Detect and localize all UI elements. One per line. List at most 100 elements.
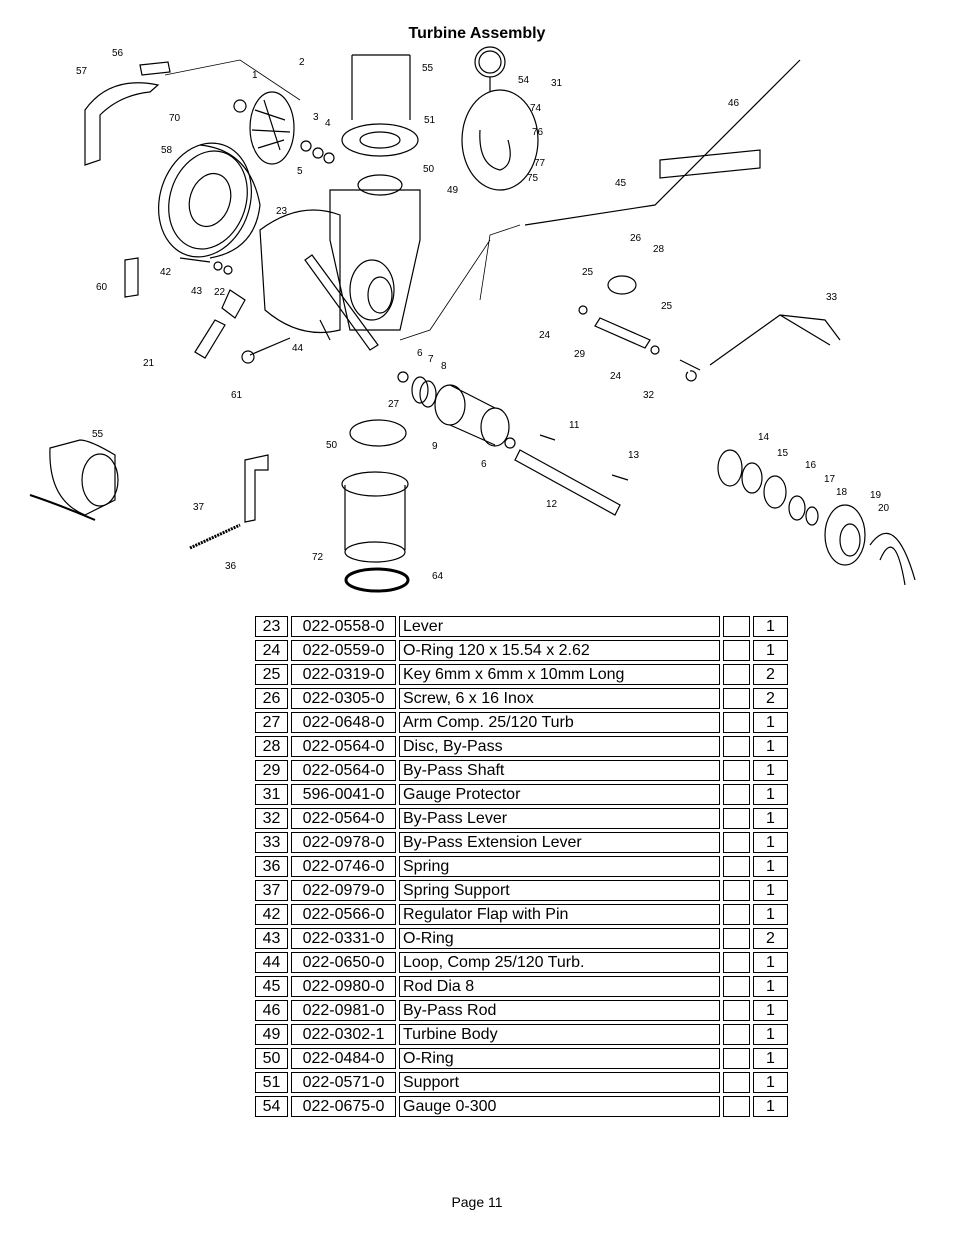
description-cell: O-Ring [399,1048,720,1069]
part-number-cell: 022-0981-0 [291,1000,396,1021]
diagram-label: 6 [417,348,423,359]
item-number-cell: 32 [255,808,288,829]
key-13 [611,474,629,481]
quantity-cell: 1 [753,952,788,973]
turbine-exploded-diagram: 1 2 3 4 5 6 7 8 9 11 12 13 14 15 16 17 1… [29,46,916,593]
description-cell: By-Pass Lever [399,808,720,829]
blank-cell [723,760,750,781]
item-number-cell: 46 [255,1000,288,1021]
loop-44 [319,319,331,341]
part-number-cell: 022-0566-0 [291,904,396,925]
item-number-cell: 50 [255,1048,288,1069]
part-number-cell: 022-0564-0 [291,760,396,781]
pulley [824,504,866,566]
item-number-cell: 33 [255,832,288,853]
latch-21 [194,319,226,359]
item-number-cell: 31 [255,784,288,805]
diagram-label: 18 [836,487,848,498]
item-number-cell: 26 [255,688,288,709]
diagram-label: 16 [805,460,817,471]
blank-cell [723,1048,750,1069]
seal-6-top [397,371,409,383]
description-cell: By-Pass Extension Lever [399,832,720,853]
diagram-label: 57 [76,66,88,77]
diagram-label: 9 [432,441,438,452]
description-cell: Disc, By-Pass [399,736,720,757]
diagram-label: 19 [870,490,882,501]
gauge-protector [461,89,539,191]
part-number-cell: 022-0675-0 [291,1096,396,1117]
item-number-cell: 51 [255,1072,288,1093]
quantity-cell: 1 [753,1072,788,1093]
quantity-cell: 2 [753,664,788,685]
elbow-55 [29,439,119,521]
quantity-cell: 2 [753,688,788,709]
turbine-body [259,189,421,334]
part-number-cell: 022-0558-0 [291,616,396,637]
part-number-cell: 022-0980-0 [291,976,396,997]
diagram-label: 4 [325,118,331,129]
quantity-cell: 1 [753,976,788,997]
diagram-label: 27 [388,399,400,410]
o-ring-50-top [357,174,403,196]
diagram-label: 51 [424,115,436,126]
quantity-cell: 1 [753,640,788,661]
diagram-label: 28 [653,244,665,255]
diagram-label: 13 [628,450,640,461]
diagram-label: 75 [527,173,539,184]
o-ring-7 [411,376,429,404]
quantity-cell: 1 [753,856,788,877]
by-pass-lever [679,359,701,382]
description-cell: Screw, 6 x 16 Inox [399,688,720,709]
by-pass-rod [524,59,801,226]
diagram-label: 42 [160,267,172,278]
diagram-label: 33 [826,292,838,303]
diagram-label: 5 [297,166,303,177]
spring-36 [189,523,241,550]
diagram-label: 77 [534,158,546,169]
regulator-flap [179,257,211,263]
item-number-cell: 24 [255,640,288,661]
page-title: Turbine Assembly [408,25,546,42]
item-number-cell: 37 [255,880,288,901]
quantity-cell: 1 [753,880,788,901]
quantity-cell: 1 [753,784,788,805]
diagram-label-25b: 25 [661,301,673,312]
impeller [249,91,295,165]
description-cell: Regulator Flap with Pin [399,904,720,925]
diagram-label: 45 [615,178,627,189]
quantity-cell: 1 [753,712,788,733]
bracket-60 [124,257,139,298]
diagram-label: 29 [574,349,586,360]
diagram-label: 54 [518,75,530,86]
part-number-cell: 022-0319-0 [291,664,396,685]
diagram-label: 26 [630,233,642,244]
diagram-label: 7 [428,354,434,365]
part-number-cell: 022-0648-0 [291,712,396,733]
description-cell: Gauge 0-300 [399,1096,720,1117]
diagram-label: 43 [191,286,203,297]
item-number-cell: 43 [255,928,288,949]
nut-1 [233,99,247,113]
quantity-cell: 1 [753,1024,788,1045]
part-number-cell: 022-0564-0 [291,736,396,757]
description-cell: O-Ring [399,928,720,949]
description-cell: Key 6mm x 6mm x 10mm Long [399,664,720,685]
blank-cell [723,808,750,829]
diagram-label-6b: 6 [481,459,487,470]
part-number-cell: 022-0331-0 [291,928,396,949]
seal-64 [344,567,410,593]
part-number-cell: 022-0559-0 [291,640,396,661]
drive-shaft [504,437,621,516]
blank-cell [723,976,750,997]
blank-cell [723,640,750,661]
item-number-cell: 45 [255,976,288,997]
